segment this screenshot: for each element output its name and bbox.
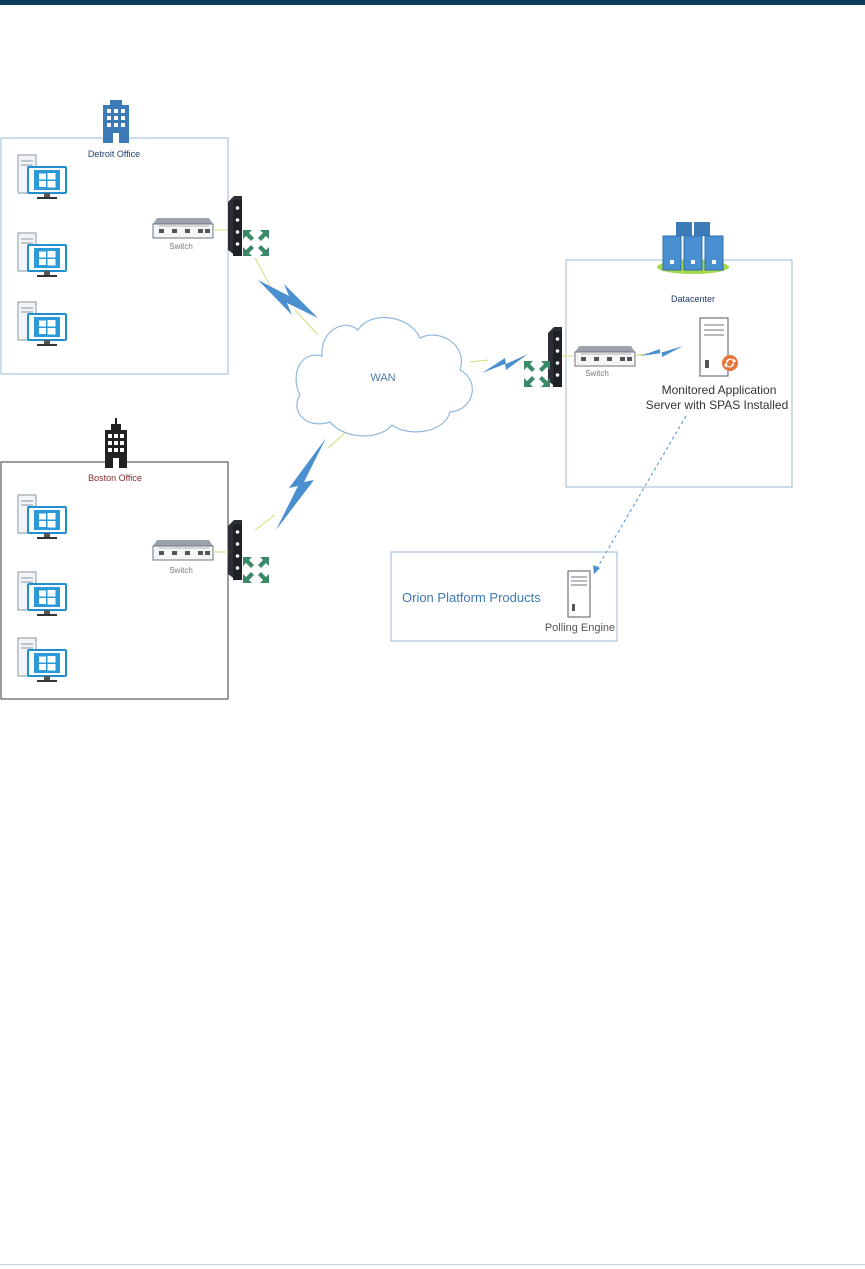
- polling-link-arrowhead: [593, 565, 600, 574]
- network-diagram: Detroit Office Switch Boston Office Swit…: [0, 100, 793, 700]
- datacenter-router-icon: [548, 327, 562, 387]
- wan-label: WAN: [370, 372, 395, 384]
- boston-routing-icon: [243, 557, 269, 583]
- boston-workstation-3: [17, 637, 67, 683]
- boston-workstation-1: [17, 494, 67, 540]
- monitored-server-label-line2: Server with SPAS Installed: [646, 398, 789, 412]
- datacenter-wan-link-icon: [482, 354, 528, 373]
- detroit-switch-icon: [152, 217, 214, 239]
- detroit-router-icon: [228, 196, 242, 256]
- detroit-workstation-1: [17, 154, 67, 200]
- orion-platform-box: [390, 551, 618, 642]
- boston-router-icon: [228, 520, 242, 580]
- wan-cloud: [295, 316, 473, 437]
- datacenter-routing-icon: [524, 361, 550, 387]
- polling-link: [595, 415, 687, 571]
- boston-wan-link-icon: [276, 438, 326, 530]
- orion-platform-title: Orion Platform Products: [402, 590, 541, 605]
- detroit-routing-icon: [243, 230, 269, 256]
- boston-office-label: Boston Office: [88, 473, 142, 483]
- polling-engine-label: Polling Engine: [545, 622, 615, 634]
- datacenter-switch-link-icon: [640, 346, 683, 357]
- spas-agent-icon: [722, 355, 738, 371]
- datacenter-label: Datacenter: [671, 294, 715, 304]
- detroit-building-icon: [103, 100, 129, 143]
- datacenter-switch-icon: [574, 345, 636, 367]
- detroit-office-label: Detroit Office: [88, 149, 140, 159]
- detroit-wan-link-icon: [258, 280, 318, 318]
- detroit-workstation-3: [17, 301, 67, 347]
- top-bar: [0, 0, 865, 5]
- datacenter-switch-label: Switch: [585, 369, 609, 378]
- polling-engine-server-icon: [567, 570, 591, 618]
- boston-switch-label: Switch: [169, 566, 193, 575]
- boston-workstation-2: [17, 571, 67, 617]
- footer-rule: [0, 1264, 865, 1265]
- detroit-workstation-2: [17, 232, 67, 278]
- datacenter-servers-icon: [657, 222, 729, 274]
- detroit-switch-label: Switch: [169, 242, 193, 251]
- boston-building-icon: [105, 418, 127, 468]
- monitored-server-label-line1: Monitored Application: [662, 383, 777, 397]
- boston-switch-icon: [152, 539, 214, 561]
